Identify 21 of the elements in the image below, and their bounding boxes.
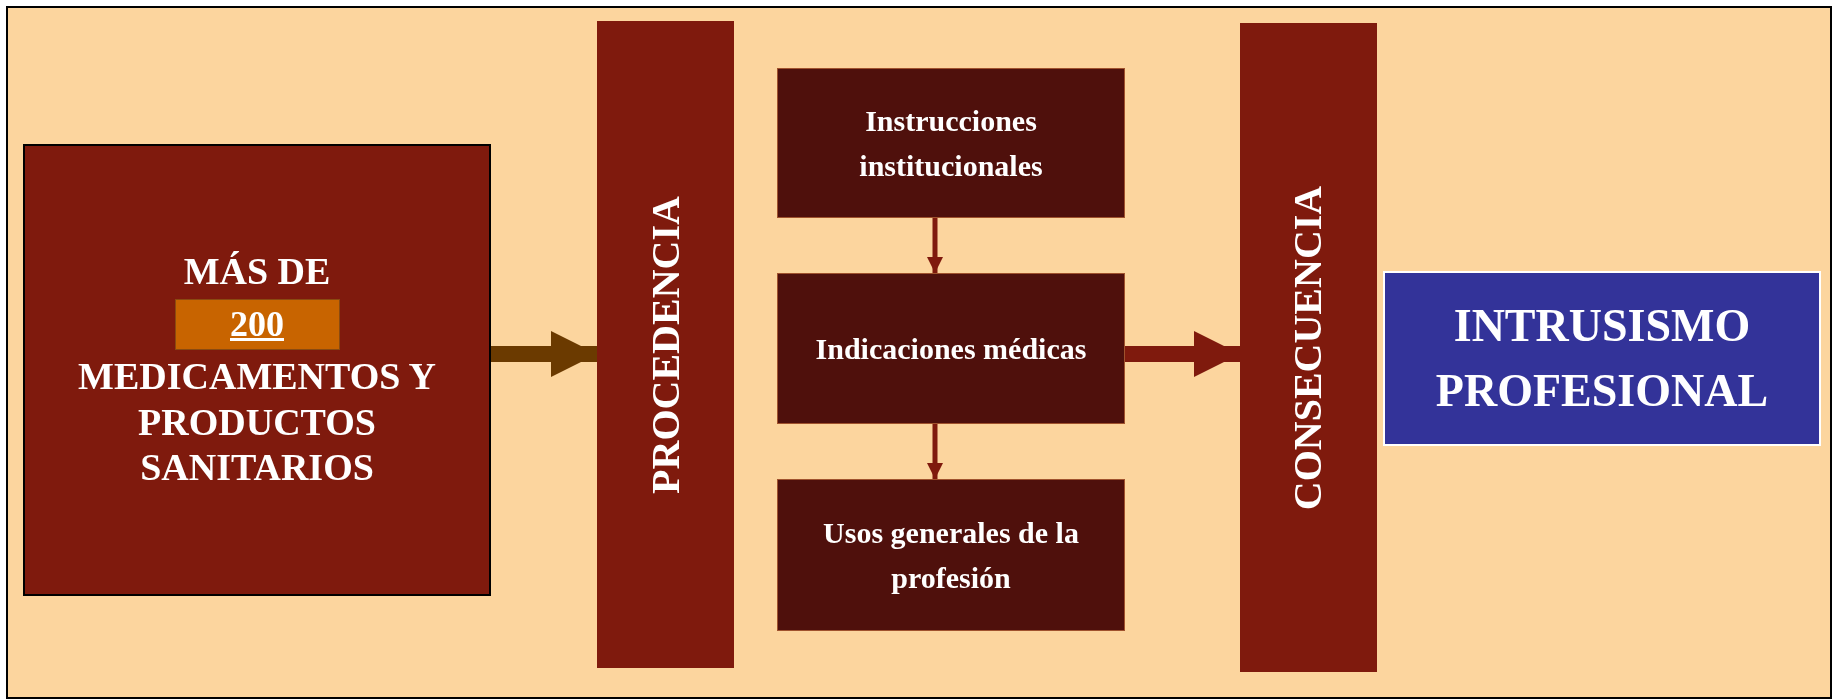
vertical-bar <box>1240 23 1377 672</box>
arrow <box>491 331 597 377</box>
arrow <box>927 424 943 479</box>
node-text: MÁS DE <box>183 249 331 295</box>
node-text: MEDICAMENTOS Y PRODUCTOS SANITARIOS <box>77 353 437 491</box>
node-text: INTRUSISMO PROFESIONAL <box>1434 299 1770 418</box>
node-text: Usos generales de la profesión <box>822 515 1080 596</box>
process-box <box>777 479 1125 631</box>
vertical-bar <box>597 21 734 668</box>
product-box <box>23 144 491 596</box>
result-box <box>1383 271 1821 446</box>
arrow <box>927 218 943 273</box>
process-box <box>777 68 1125 218</box>
node-text: 200 <box>230 302 284 346</box>
node-text: Instrucciones institucionales <box>858 103 1044 184</box>
vertical-text: CONSECUENCIA <box>1284 185 1332 510</box>
node-text: Indicaciones médicas <box>815 331 1087 367</box>
process-box <box>777 273 1125 424</box>
number-box <box>174 298 340 350</box>
arrow <box>1125 331 1240 377</box>
vertical-text: PROCEDENCIA <box>641 195 689 494</box>
